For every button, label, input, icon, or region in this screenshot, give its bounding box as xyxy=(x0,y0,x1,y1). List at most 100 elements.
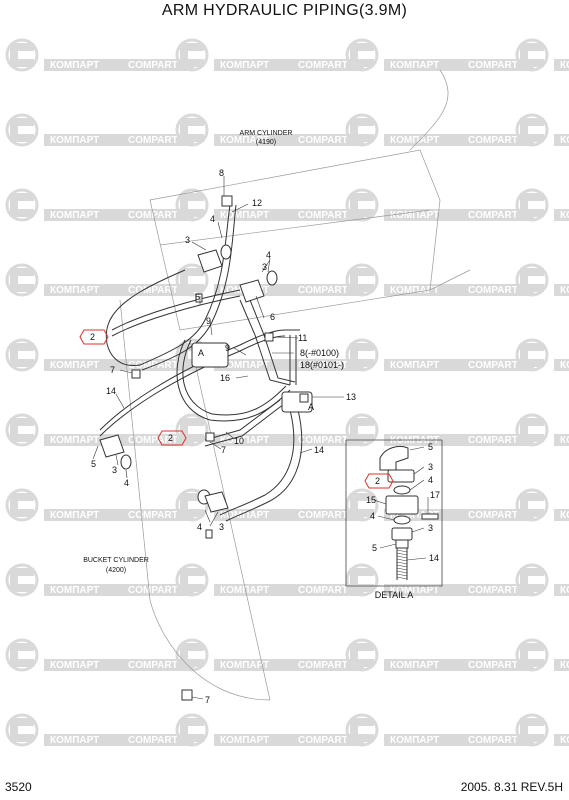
watermark-brand-cyrillic: КОМПАРТ xyxy=(560,360,569,371)
watermark-brand-latin: COMPART xyxy=(468,210,518,221)
callout-numbers: 8 12 4 3 4 3 6 9 6 11 8(-#0100) 18(#0101… xyxy=(91,168,356,705)
watermark-brand-latin: COMPART xyxy=(468,510,518,521)
watermark-brand-latin: COMPART xyxy=(128,135,178,146)
watermark-brand-cyrillic: КОМПАРТ xyxy=(390,435,439,446)
callout-14-b: 14 xyxy=(314,445,324,455)
callout-3-d: 3 xyxy=(219,522,224,532)
watermark-tile: КОМПАРТ COMPART xyxy=(175,488,364,522)
watermark-brand-cyrillic: КОМПАРТ xyxy=(390,135,439,146)
callout-7-a: 7 xyxy=(110,365,115,375)
watermark-brand-cyrillic: КОМПАРТ xyxy=(220,585,269,596)
callout-4-d: 4 xyxy=(197,522,202,532)
watermark-brand-cyrillic: КОМПАРТ xyxy=(390,60,439,71)
callout-4-c: 4 xyxy=(124,478,129,488)
callout-A-right: A xyxy=(308,402,314,412)
watermark-brand-latin: COMPART xyxy=(298,735,348,746)
watermark-tile: КОМПАРТ COMPART xyxy=(175,188,364,222)
watermark-brand-latin: COMPART xyxy=(128,735,178,746)
callout-8-top: 8 xyxy=(219,168,224,178)
watermark-brand-cyrillic: КОМПАРТ xyxy=(50,285,99,296)
red-callout-2-b: 2 xyxy=(168,433,173,443)
watermark-tile: КОМПАРТ COMPART xyxy=(345,38,534,72)
watermark-brand-cyrillic: КОМПАРТ xyxy=(220,510,269,521)
watermark-brand-cyrillic: КОМПАРТ xyxy=(220,735,269,746)
callout-11: 11 xyxy=(298,333,307,343)
callout-3-a: 3 xyxy=(185,235,190,245)
red-callout-2-a: 2 xyxy=(90,332,95,342)
detail-a-leaders xyxy=(373,446,429,561)
watermark-brand-cyrillic: КОМПАРТ xyxy=(220,660,269,671)
callout-7-c: 7 xyxy=(205,695,210,705)
detail-callout-5-top: 5 xyxy=(428,442,433,452)
watermark-brand-latin: COMPART xyxy=(298,510,348,521)
callout-7-b: 7 xyxy=(221,445,226,455)
detail-callout-numbers: 5 3 4 15 17 4 3 5 14 xyxy=(366,442,440,563)
detail-callout-3-b: 3 xyxy=(428,523,433,533)
detail-callout-3-a: 3 xyxy=(428,462,433,472)
red-callout-2-c: 2 xyxy=(375,476,380,486)
detail-a-title: DETAIL A xyxy=(375,590,414,600)
watermark-brand-cyrillic: КОМПАРТ xyxy=(50,435,99,446)
watermark-brand-latin: COMPART xyxy=(128,435,178,446)
callout-4-top: 4 xyxy=(210,214,215,224)
watermark-brand-latin: COMPART xyxy=(468,585,518,596)
detail-callout-14: 14 xyxy=(429,553,439,563)
callout-8-variant: 8(-#0100) xyxy=(300,348,339,358)
watermark-brand-cyrillic: КОМПАРТ xyxy=(560,435,569,446)
watermark-brand-latin: COMPART xyxy=(298,210,348,221)
watermark-brand-cyrillic: КОМПАРТ xyxy=(560,210,569,221)
watermark-brand-latin: COMPART xyxy=(468,735,518,746)
callout-A-left: A xyxy=(198,348,204,358)
red-hexagon-2 xyxy=(157,430,187,446)
watermark-brand-latin: COMPART xyxy=(468,60,518,71)
leader-lines xyxy=(92,176,344,700)
component-labels: ARM CYLINDER (4190) BUCKET CYLINDER (420… xyxy=(83,130,413,600)
watermark-brand-cyrillic: КОМПАРТ xyxy=(220,210,269,221)
revision-date: 2005. 8.31 REV.5H xyxy=(460,780,563,794)
detail-callout-4-a: 4 xyxy=(428,475,433,485)
callout-6-a: 6 xyxy=(195,292,200,302)
callout-16: 16 xyxy=(220,373,230,383)
watermark-brand-latin: COMPART xyxy=(298,60,348,71)
callout-12: 12 xyxy=(252,198,262,208)
watermark-brand-cyrillic: КОМПАРТ xyxy=(50,510,99,521)
page-number: 3520 xyxy=(5,780,32,794)
watermark-brand-latin: COMPART xyxy=(468,360,518,371)
watermark-brand-cyrillic: КОМПАРТ xyxy=(50,60,99,71)
watermark-brand-latin: COMPART xyxy=(128,510,178,521)
red-callout-markers xyxy=(79,329,394,489)
watermark-brand-latin: COMPART xyxy=(468,435,518,446)
watermark-tile: КОМПАРТ COMPART xyxy=(5,488,194,522)
callout-9: 9 xyxy=(206,316,211,326)
detail-callout-4-b: 4 xyxy=(370,511,375,521)
arm-cylinder-label: ARM CYLINDER xyxy=(240,130,293,137)
watermark-brand-cyrillic: КОМПАРТ xyxy=(50,135,99,146)
callout-13: 13 xyxy=(346,392,356,402)
watermark-brand-cyrillic: КОМПАРТ xyxy=(220,135,269,146)
bucket-cylinder-number: (4200) xyxy=(106,567,126,574)
watermark-brand-cyrillic: КОМПАРТ xyxy=(390,210,439,221)
callout-3-c: 3 xyxy=(112,465,117,475)
watermark-brand-cyrillic: КОМПАРТ xyxy=(50,360,99,371)
